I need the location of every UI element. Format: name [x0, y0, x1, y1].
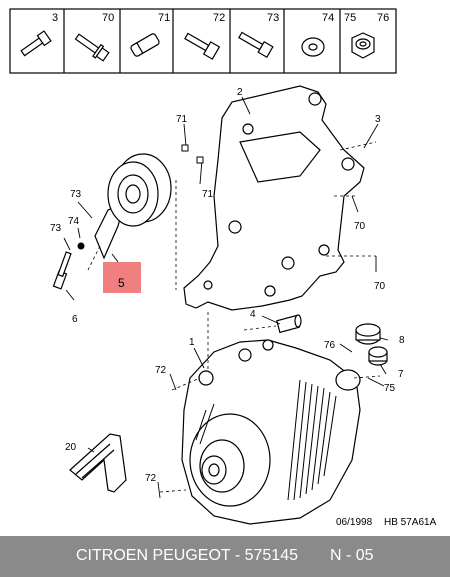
alternator: [181, 339, 361, 525]
diagram-reference: HB 57A61A: [384, 517, 437, 528]
spacer-bushing: [276, 314, 302, 334]
header-ref-71: 71: [158, 12, 170, 24]
callout-75: 75: [384, 383, 396, 394]
header-ref-70: 70: [102, 12, 114, 24]
washer-marker-74: [77, 242, 85, 250]
callout-70-lower: 70: [374, 281, 386, 292]
hex-nut-icon: [351, 32, 375, 59]
callout-72-upper: 72: [155, 365, 167, 376]
alternator-fins: [195, 379, 337, 501]
pin-marker-71-upper: [181, 144, 189, 152]
callout-8: 8: [399, 335, 405, 346]
highlight-box: [103, 262, 141, 293]
callout-76: 76: [324, 340, 336, 351]
cap-part-7: [368, 346, 388, 366]
callout-72-lower: 72: [145, 473, 157, 484]
dowel-pin-icon: [130, 33, 160, 57]
callout-6: 6: [72, 314, 78, 325]
hex-bolt-icon: [184, 32, 221, 60]
callout-4: 4: [250, 309, 256, 320]
pin-marker-71-lower: [196, 156, 204, 164]
header-ref-72: 72: [213, 12, 225, 24]
alternator-bracket: [183, 85, 365, 311]
footer-part-reference: CITROEN PEUGEOT - 575145: [76, 547, 298, 564]
bolt-part-6: [52, 251, 72, 290]
drive-belt: [69, 433, 127, 493]
idler-pulley: [94, 153, 172, 260]
header-ref-76: 76: [377, 12, 389, 24]
fastener-header-table: [9, 8, 397, 74]
flange-bolt-icon: [74, 33, 110, 62]
header-ref-74: 74: [322, 12, 334, 24]
callout-1: 1: [189, 337, 195, 348]
callout-73-lower: 73: [50, 223, 62, 234]
callout-71-lower: 71: [202, 189, 214, 200]
callout-2: 2: [237, 87, 243, 98]
assembly-dash-lines: [87, 141, 381, 493]
diagram-date: 06/1998: [336, 517, 373, 528]
washer-icon: [301, 37, 325, 57]
header-ref-75: 75: [344, 12, 356, 24]
callout-20: 20: [65, 442, 77, 453]
callout-7: 7: [398, 369, 404, 380]
callout-73-upper: 73: [70, 189, 82, 200]
callout-5: 5: [118, 276, 125, 290]
cap-part-8: [355, 323, 381, 345]
long-bolt-icon: [238, 31, 274, 59]
callout-70-upper: 70: [354, 221, 366, 232]
callout-3: 3: [375, 114, 381, 125]
callout-71-upper: 71: [176, 114, 188, 125]
bolt-icon: [20, 30, 52, 57]
header-ref-3: 3: [52, 12, 58, 24]
header-ref-73: 73: [267, 12, 279, 24]
callout-74: 74: [68, 216, 80, 227]
leader-lines: [63, 96, 389, 499]
footer-page-number: N - 05: [330, 547, 374, 564]
footer-bar: CITROEN PEUGEOT - 575145 N - 05: [0, 536, 450, 577]
